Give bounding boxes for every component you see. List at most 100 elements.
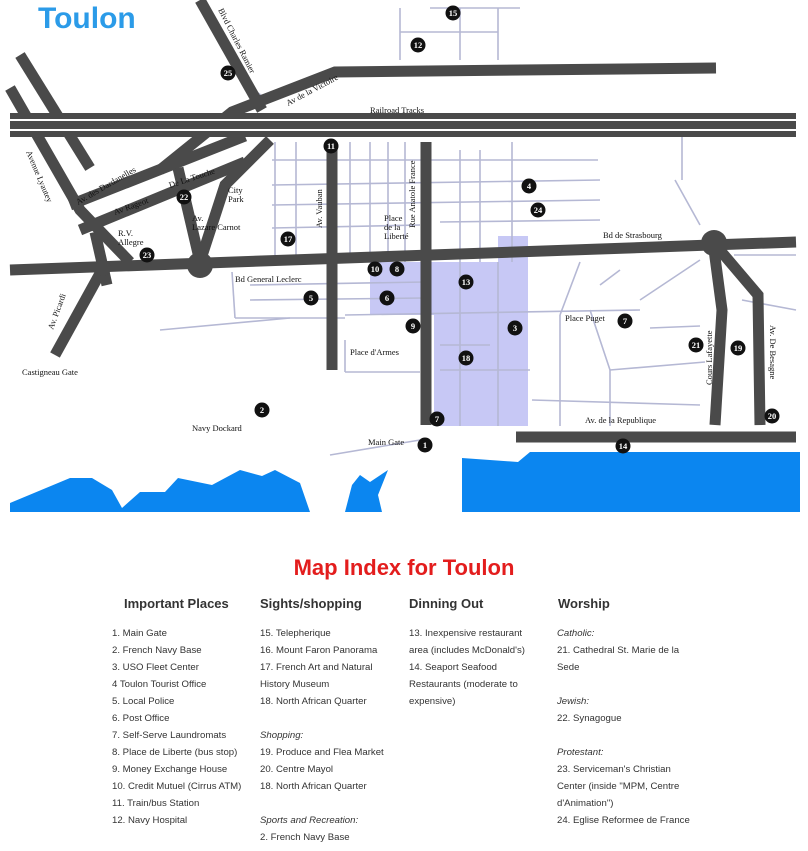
index-column-worship: Worship Catholic: 21. Cathedral St. Marie…	[557, 595, 697, 829]
marker-label: 11	[327, 141, 335, 151]
marker-label: 25	[224, 68, 233, 78]
map: Blvd Charles Ramier Av de la Victoire Ra…	[5, 0, 800, 512]
marker-label: 8	[395, 264, 399, 274]
marker-25[interactable]: 25	[220, 65, 236, 81]
index-item: 21. Cathedral St. Marie de la Sede	[557, 645, 680, 673]
marker-11[interactable]: 11	[323, 138, 339, 154]
column-list: Catholic: 21. Cathedral St. Marie de la S…	[557, 625, 697, 829]
index-item: 18. North African Quarter	[260, 781, 367, 792]
marker-label: 6	[385, 293, 389, 303]
index-column-dining-out: Dinning Out 13. Inexpensive restaurant a…	[409, 595, 541, 710]
marker-label: 7	[623, 316, 628, 326]
marker-label: 7	[435, 414, 440, 424]
marker-label: 1	[423, 440, 427, 450]
street-label: Rue Anatole France	[407, 160, 417, 228]
railroad	[10, 113, 796, 137]
map-canvas: Blvd Charles Ramier Av de la Victoire Ra…	[5, 0, 800, 512]
marker-15[interactable]: 15	[445, 5, 461, 21]
index-item: 14. Seaport Seafood Restaurants (moderat…	[409, 662, 518, 707]
street-label: Navy Dockard	[192, 423, 243, 433]
marker-8[interactable]: 8	[389, 261, 405, 277]
marker-9[interactable]: 9	[405, 318, 421, 334]
index-item: 10. Credit Mutuel (Cirrus ATM)	[112, 781, 242, 792]
marker-20[interactable]: 20	[764, 408, 780, 424]
index-item: 9. Money Exchange House	[112, 764, 228, 775]
marker-label: 15	[449, 8, 458, 18]
index-item: 18. North African Quarter	[260, 696, 367, 707]
street-label: Place Puget	[565, 313, 606, 323]
marker-label: 13	[462, 277, 471, 287]
index-item: 1. Main Gate	[112, 628, 167, 639]
marker-2[interactable]: 2	[254, 402, 270, 418]
index-item: 20. Centre Mayol	[260, 764, 334, 775]
marker-1[interactable]: 1	[417, 437, 433, 453]
street-label: Av.Lazare Carnot	[192, 213, 241, 232]
index-item	[557, 676, 697, 693]
street-label: Main Gate	[368, 437, 404, 447]
marker-7-republique[interactable]: 7	[429, 411, 445, 427]
marker-label: 10	[371, 264, 380, 274]
index-item: 5. Local Police	[112, 696, 175, 707]
column-heading: Dinning Out	[409, 596, 484, 611]
marker-label: 2	[260, 405, 264, 415]
marker-10[interactable]: 10	[367, 261, 383, 277]
street-label: Place d'Armes	[350, 347, 399, 357]
marker-4[interactable]: 4	[521, 178, 537, 194]
marker-label: 24	[534, 205, 543, 215]
street-label: Av. Vauban	[314, 188, 324, 228]
index-item: 3. USO Fleet Center	[112, 662, 199, 673]
index-item: 17. French Art and Natural History Museu…	[260, 662, 373, 690]
index-item: Jewish:	[557, 696, 589, 707]
index-item: 8. Place de Liberte (bus stop)	[112, 747, 238, 758]
marker-label: 5	[309, 293, 313, 303]
street-label: Cours Lafayette	[704, 330, 714, 385]
street-label: Railroad Tracks	[370, 105, 424, 115]
marker-19[interactable]: 19	[730, 340, 746, 356]
marker-label: 21	[692, 340, 701, 350]
column-heading: Sights/shopping	[260, 596, 362, 611]
index-item: Catholic:	[557, 628, 595, 639]
index-item: 12. Navy Hospital	[112, 815, 188, 826]
marker-13[interactable]: 13	[458, 274, 474, 290]
index-item	[260, 795, 400, 812]
marker-17[interactable]: 17	[280, 231, 296, 247]
marker-23[interactable]: 23	[139, 247, 155, 263]
index-item: 13. Inexpensive restaurant area (include…	[409, 628, 525, 656]
marker-3[interactable]: 3	[507, 320, 523, 336]
marker-14[interactable]: 14	[615, 438, 631, 454]
index-item: 6. Post Office	[112, 713, 170, 724]
column-heading: Worship	[558, 596, 610, 611]
map-title: Toulon	[38, 2, 136, 35]
marker-5[interactable]: 5	[303, 290, 319, 306]
marker-24[interactable]: 24	[530, 202, 546, 218]
marker-label: 4	[527, 181, 532, 191]
marker-22[interactable]: 22	[176, 189, 192, 205]
marker-12[interactable]: 12	[410, 37, 426, 53]
street-label: Bd de Strasbourg	[603, 230, 663, 240]
street-label: R.V.Allegre	[118, 228, 144, 247]
marker-label: 23	[143, 250, 152, 260]
index-item: 2. French Navy Base	[260, 832, 350, 843]
index-item: Protestant:	[557, 747, 604, 758]
marker-18[interactable]: 18	[458, 350, 474, 366]
marker-6[interactable]: 6	[379, 290, 395, 306]
harbour-water	[10, 452, 800, 512]
street-label: Av. de la Republique	[585, 415, 656, 425]
index-title: Map Index for Toulon	[293, 555, 515, 580]
column-list: 13. Inexpensive restaurant area (include…	[409, 625, 541, 710]
index-item: 22. Synagogue	[557, 713, 622, 724]
index-item: 24. Eglise Reformee de France	[557, 815, 690, 826]
index-item: 11. Train/bus Station	[112, 798, 200, 809]
marker-label: 12	[414, 40, 423, 50]
highlight-district	[370, 236, 528, 426]
marker-7-puget[interactable]: 7	[617, 313, 633, 329]
index-item: 19. Produce and Flea Market	[260, 747, 384, 758]
marker-21[interactable]: 21	[688, 337, 704, 353]
index-item: 23. Serviceman's Christian Center (insid…	[557, 764, 680, 809]
